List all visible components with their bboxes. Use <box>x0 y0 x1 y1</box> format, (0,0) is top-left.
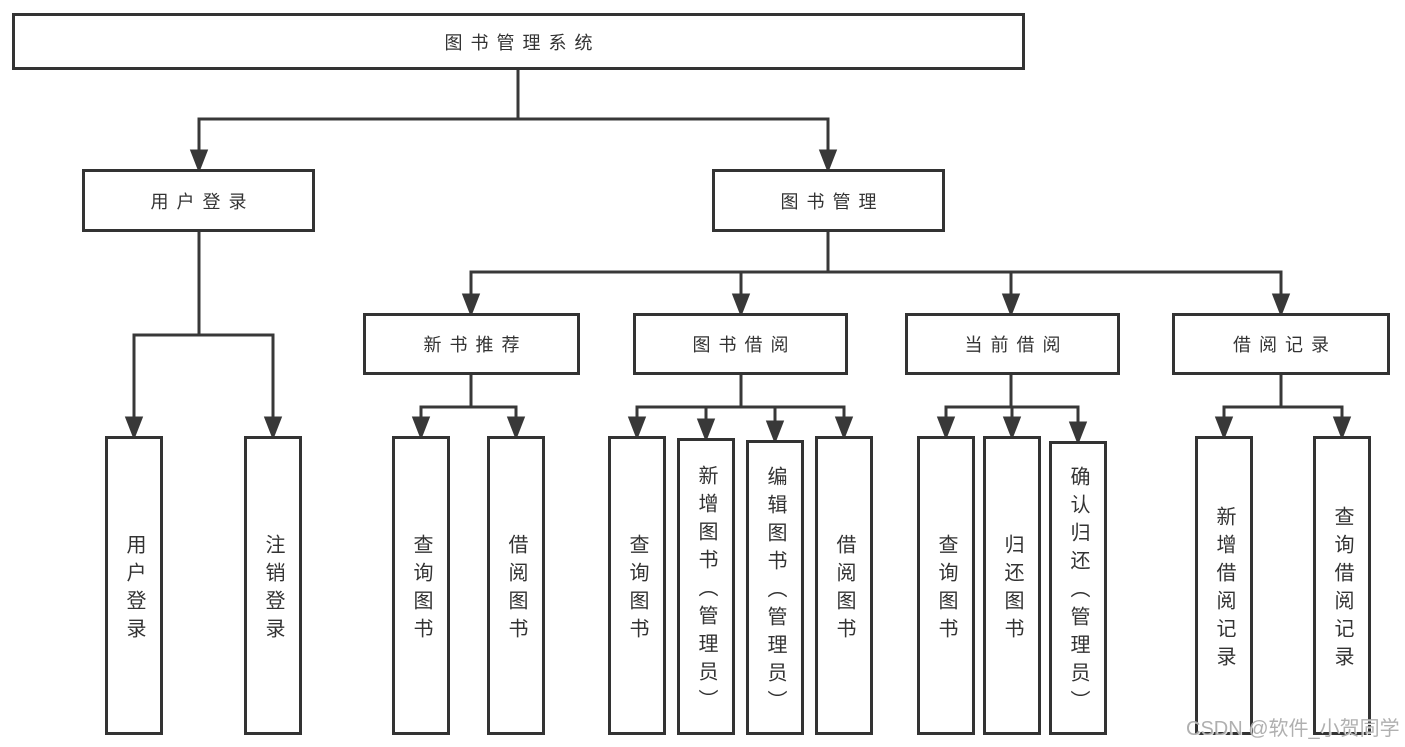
node-user-login: 用户登录 <box>82 169 315 232</box>
leaf-user-login-label: 用户登录 <box>123 533 145 646</box>
node-book-mgmt-label: 图书管理 <box>780 191 885 212</box>
node-root-label: 图书管理系统 <box>444 32 601 53</box>
leaf-nb-query-books-label: 查询图书 <box>410 533 432 646</box>
node-root: 图书管理系统 <box>12 13 1025 70</box>
node-new-book-recommend: 新书推荐 <box>363 313 580 375</box>
node-book-borrow-label: 图书借阅 <box>692 335 797 355</box>
leaf-bw-add-books: 新增图书（管理员） <box>677 438 735 735</box>
node-borrow-records-label: 借阅记录 <box>1233 335 1337 355</box>
connector-newbook-to-leaves <box>411 373 526 441</box>
node-book-borrow: 图书借阅 <box>633 313 848 375</box>
leaf-cu-return-books-label: 归还图书 <box>1001 533 1023 646</box>
leaf-cu-confirm-return-label: 确认归还（管理员） <box>1067 466 1089 718</box>
connector-login-to-leaves <box>124 230 283 441</box>
leaf-nb-borrow-books: 借阅图书 <box>487 436 545 735</box>
leaf-bw-query-books: 查询图书 <box>608 436 666 735</box>
leaf-bw-borrow-books-label: 借阅图书 <box>833 533 855 646</box>
leaf-rc-add-record: 新增借阅记录 <box>1195 436 1253 735</box>
leaf-rc-add-record-label: 新增借阅记录 <box>1213 505 1235 674</box>
leaf-cu-query-books: 查询图书 <box>917 436 975 735</box>
csdn-watermark: CSDN @软件_小贺同学 <box>1186 718 1400 740</box>
leaf-nb-query-books: 查询图书 <box>392 436 450 735</box>
leaf-bw-query-books-label: 查询图书 <box>626 533 648 646</box>
connector-records-to-leaves <box>1214 373 1352 441</box>
node-borrow-records: 借阅记录 <box>1172 313 1390 375</box>
connector-mgmt-to-level3 <box>461 230 1291 318</box>
leaf-user-login: 用户登录 <box>105 436 163 735</box>
connector-root-to-level2 <box>189 68 838 174</box>
connector-current-to-leaves <box>936 373 1088 446</box>
leaf-bw-borrow-books: 借阅图书 <box>815 436 873 735</box>
node-new-book-recommend-label: 新书推荐 <box>423 335 528 355</box>
leaf-nb-borrow-books-label: 借阅图书 <box>505 533 527 646</box>
leaf-cu-return-books: 归还图书 <box>983 436 1041 735</box>
node-current-borrow: 当前借阅 <box>905 313 1120 375</box>
leaf-logout-label: 注销登录 <box>262 533 284 646</box>
leaf-rc-query-record: 查询借阅记录 <box>1313 436 1371 735</box>
connector-borrow-to-leaves <box>627 373 854 445</box>
node-current-borrow-label: 当前借阅 <box>964 335 1069 355</box>
leaf-bw-add-books-label: 新增图书（管理员） <box>695 464 717 717</box>
leaf-bw-edit-books-label: 编辑图书（管理员） <box>764 465 786 718</box>
leaf-cu-confirm-return: 确认归还（管理员） <box>1049 441 1107 735</box>
leaf-logout: 注销登录 <box>244 436 302 735</box>
node-user-login-label: 用户登录 <box>150 191 255 212</box>
leaf-cu-query-books-label: 查询图书 <box>935 533 957 646</box>
leaf-bw-edit-books: 编辑图书（管理员） <box>746 440 804 735</box>
node-book-mgmt: 图书管理 <box>712 169 945 232</box>
leaf-rc-query-record-label: 查询借阅记录 <box>1331 505 1353 674</box>
